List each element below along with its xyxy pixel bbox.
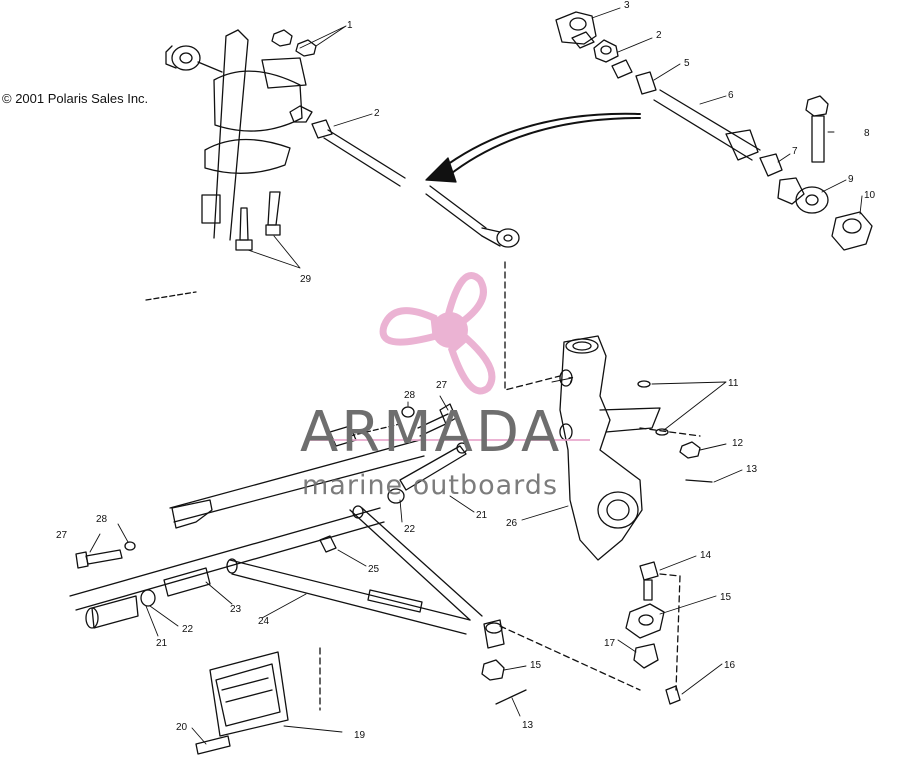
a-arm bbox=[69, 423, 641, 711]
callout-28: 28 bbox=[404, 390, 416, 401]
watermark-brand: ARMADA bbox=[300, 400, 563, 465]
callout-7: 7 bbox=[792, 146, 798, 157]
upper-rod-end bbox=[165, 45, 223, 73]
callout-12: 12 bbox=[732, 438, 744, 449]
callout-27: 27 bbox=[436, 380, 448, 391]
callout-2: 2 bbox=[656, 30, 662, 41]
callout-25: 25 bbox=[368, 564, 380, 575]
callout-24: 24 bbox=[258, 616, 270, 627]
rod-components bbox=[555, 11, 873, 251]
callout-26: 26 bbox=[506, 518, 518, 529]
callout-14: 14 bbox=[700, 550, 712, 561]
callout-16: 16 bbox=[724, 660, 736, 671]
callout-15: 15 bbox=[530, 660, 542, 671]
callout-labels: 1 2 2 3 5 6 7 8 9 10 29 27 28 7 11 12 13… bbox=[56, 0, 876, 741]
copyright-notice: © 2001 Polaris Sales Inc. bbox=[2, 91, 149, 106]
steering-post bbox=[145, 29, 307, 301]
callout-13: 13 bbox=[522, 720, 534, 731]
callout-7: 7 bbox=[568, 376, 574, 387]
nut-pair bbox=[271, 29, 317, 57]
callout-22: 22 bbox=[182, 624, 194, 635]
callout-20: 20 bbox=[176, 722, 188, 733]
tie-rod bbox=[289, 105, 561, 391]
propeller-icon bbox=[306, 272, 590, 441]
upper-bolt-washer bbox=[401, 403, 457, 437]
callout-1: 1 bbox=[347, 20, 353, 31]
knuckle-fasteners bbox=[637, 380, 713, 483]
callout-21: 21 bbox=[156, 638, 168, 649]
callout-11: 11 bbox=[728, 378, 739, 389]
callout-3: 3 bbox=[624, 0, 630, 11]
callout-29: 29 bbox=[300, 274, 312, 285]
callout-2: 2 bbox=[374, 108, 380, 119]
assembly-arrow bbox=[425, 112, 641, 183]
spindle-knuckle bbox=[559, 335, 701, 561]
callout-9: 9 bbox=[848, 174, 854, 185]
callout-6: 6 bbox=[728, 90, 734, 101]
skid-plate bbox=[195, 651, 289, 755]
callout-15: 15 bbox=[720, 592, 732, 603]
callout-13: 13 bbox=[746, 464, 758, 475]
callout-5: 5 bbox=[684, 58, 690, 69]
leader-lines bbox=[89, 7, 863, 745]
lower-bolt-washer bbox=[75, 541, 136, 569]
callout-10: 10 bbox=[864, 190, 876, 201]
watermark-tagline: marine outboards bbox=[302, 470, 559, 501]
callout-23: 23 bbox=[230, 604, 242, 615]
callout-27: 27 bbox=[56, 530, 68, 541]
mounting-bolts bbox=[235, 191, 281, 251]
ball-joint bbox=[625, 561, 681, 705]
callout-28: 28 bbox=[96, 514, 108, 525]
callout-8: 8 bbox=[864, 128, 870, 139]
callout-17: 17 bbox=[604, 638, 616, 649]
callout-19: 19 bbox=[354, 730, 366, 741]
lower-nut-cotter bbox=[481, 659, 527, 705]
callout-21: 21 bbox=[476, 510, 488, 521]
callout-22: 22 bbox=[404, 524, 416, 535]
